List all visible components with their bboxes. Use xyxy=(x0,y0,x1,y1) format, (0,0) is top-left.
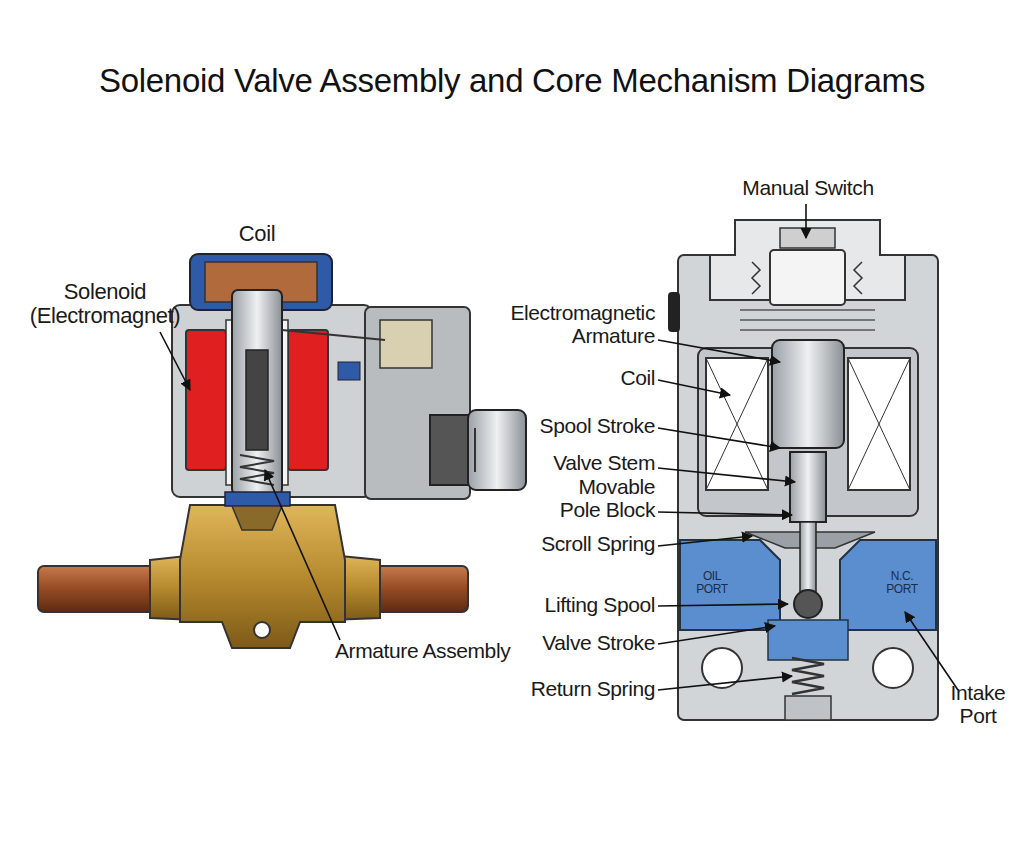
part-label: Solenoid (Electromagnet) xyxy=(15,280,195,328)
lifting-spool xyxy=(794,590,822,618)
nc-port xyxy=(840,540,936,630)
valve-stem xyxy=(800,522,816,592)
side-seal xyxy=(668,292,680,332)
terminal-clip xyxy=(338,362,360,380)
part-label: Scroll Spring xyxy=(495,533,655,556)
armature-tube xyxy=(232,290,282,495)
valve-body xyxy=(678,255,938,720)
leader-lines xyxy=(160,204,958,690)
coil-winding xyxy=(848,358,910,490)
part-label: Manual Switch xyxy=(728,177,888,200)
plug-ridge xyxy=(474,428,476,472)
armature xyxy=(772,340,844,448)
leader-line xyxy=(658,380,730,395)
plug-socket xyxy=(468,410,526,490)
valve-seat xyxy=(232,506,282,530)
plug-grip xyxy=(430,415,470,485)
part-label: Armature Assembly xyxy=(335,640,535,663)
return-spring xyxy=(792,658,824,694)
leader-line xyxy=(658,604,788,606)
mount-hole xyxy=(873,648,913,688)
upper-spring xyxy=(740,310,875,330)
spool-chamber xyxy=(768,620,848,660)
mount-hole xyxy=(254,622,270,638)
leader-line xyxy=(905,612,958,690)
plunger xyxy=(246,350,268,450)
part-label: Valve Stem xyxy=(505,452,655,475)
part-label: Spool Stroke xyxy=(505,415,655,438)
diagram-title: Solenoid Valve Assembly and Core Mechani… xyxy=(0,62,1024,100)
part-label: N.C. PORT xyxy=(879,570,925,596)
leader-line xyxy=(658,340,780,362)
bottom-plug xyxy=(785,696,831,720)
leader-line xyxy=(265,470,340,640)
leader-line xyxy=(160,332,190,390)
part-label: Intake Port xyxy=(938,682,1018,727)
coil-winding xyxy=(706,358,768,490)
leader-line xyxy=(658,428,780,448)
part-label: Movable Pole Block xyxy=(545,476,655,521)
manual-button xyxy=(770,250,845,305)
leader-line xyxy=(658,626,775,644)
right-valve xyxy=(668,220,938,720)
coil-winding xyxy=(288,330,328,470)
part-label: Coil xyxy=(575,367,655,390)
leader-line xyxy=(658,676,792,690)
brass-body xyxy=(180,505,345,648)
part-label: Valve Stroke xyxy=(495,632,655,655)
part-label: Lifting Spool xyxy=(495,594,655,617)
leader-line xyxy=(805,204,807,238)
leader-line xyxy=(658,468,795,482)
part-label: Electromagnetic Armature xyxy=(485,302,655,347)
pole-block xyxy=(790,452,826,522)
coil-section xyxy=(706,358,768,490)
terminal-block xyxy=(380,320,432,368)
switch-knob xyxy=(780,228,835,248)
thread xyxy=(752,262,862,294)
coil-section xyxy=(848,358,910,490)
part-label: Coil xyxy=(217,222,297,246)
part-label: Return Spring xyxy=(485,678,655,701)
leader-line xyxy=(658,536,752,546)
coil-winding xyxy=(186,330,226,470)
coil-wire xyxy=(282,330,385,340)
connector-housing xyxy=(365,307,470,499)
part-label: OIL PORT xyxy=(689,570,735,596)
oil-port xyxy=(680,540,780,630)
leader-line xyxy=(658,512,792,515)
